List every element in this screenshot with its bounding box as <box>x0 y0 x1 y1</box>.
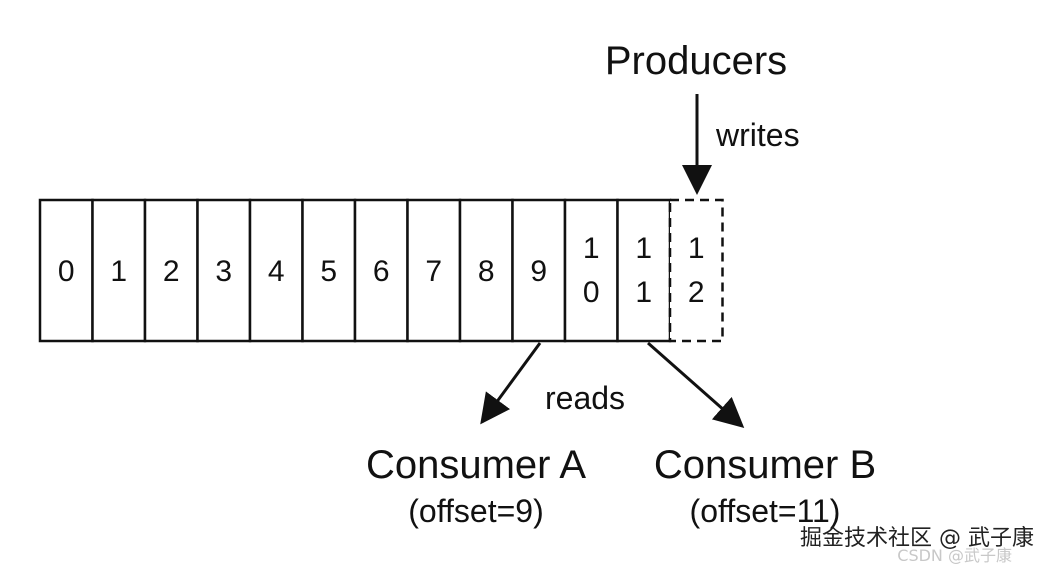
log-cell-digit: 9 <box>530 255 547 288</box>
log-cell-digit: 3 <box>215 255 232 288</box>
cell-border <box>616 198 672 343</box>
log-cell-digit: 6 <box>373 255 390 288</box>
log-cell-digit: 2 <box>688 276 705 309</box>
consumer-a-name: Consumer A <box>366 443 586 487</box>
pending-cell-border <box>668 198 724 343</box>
log-cell-digit: 0 <box>583 276 600 309</box>
log-cell-9: 9 <box>511 198 567 343</box>
log-cell-digit: 7 <box>425 255 442 288</box>
log-cell-12: 12 <box>668 198 724 343</box>
log-cell-3: 3 <box>196 198 252 343</box>
log-cell-1: 1 <box>91 198 147 343</box>
log-cell-0: 0 <box>38 198 94 343</box>
log-cell-6: 6 <box>353 198 409 343</box>
log-cell-digit: 2 <box>163 255 180 288</box>
reads-label: reads <box>545 380 625 416</box>
producers-label: Producers <box>605 39 787 83</box>
log-cell-2: 2 <box>143 198 199 343</box>
log-cell-11: 11 <box>616 198 672 343</box>
cell-border <box>458 198 514 343</box>
log-cell-digit: 1 <box>688 232 705 265</box>
cell-border <box>91 198 147 343</box>
read-arrow-a <box>480 342 542 425</box>
log-cell-8: 8 <box>458 198 514 343</box>
log-cell-digit: 4 <box>268 255 285 288</box>
log-cell-digit: 5 <box>320 255 337 288</box>
log-cell-digit: 0 <box>58 255 75 288</box>
cell-border <box>511 198 567 343</box>
log-cell-digit: 1 <box>635 232 652 265</box>
log-cell-digit: 8 <box>478 255 495 288</box>
consumer-b-name: Consumer B <box>654 443 876 487</box>
writes-label: writes <box>715 117 800 153</box>
log-cell-digit: 1 <box>583 232 600 265</box>
cell-border <box>563 198 619 343</box>
consumer-a-offset: (offset=9) <box>408 493 543 529</box>
watermark-sub: CSDN @武子康 <box>897 546 1012 565</box>
watermark: 掘金技术社区 @ 武子康 <box>800 526 1034 551</box>
log-cell-7: 7 <box>406 198 462 343</box>
log-cell-10: 10 <box>563 198 619 343</box>
log-cell-4: 4 <box>248 198 304 343</box>
log-cell-digit: 1 <box>635 276 652 309</box>
consumer-b-offset: (offset=11) <box>690 493 841 529</box>
log-cell-5: 5 <box>301 198 357 343</box>
cell-border <box>143 198 199 343</box>
log-cell-digit: 1 <box>110 255 127 288</box>
read-arrow-b <box>647 341 745 428</box>
